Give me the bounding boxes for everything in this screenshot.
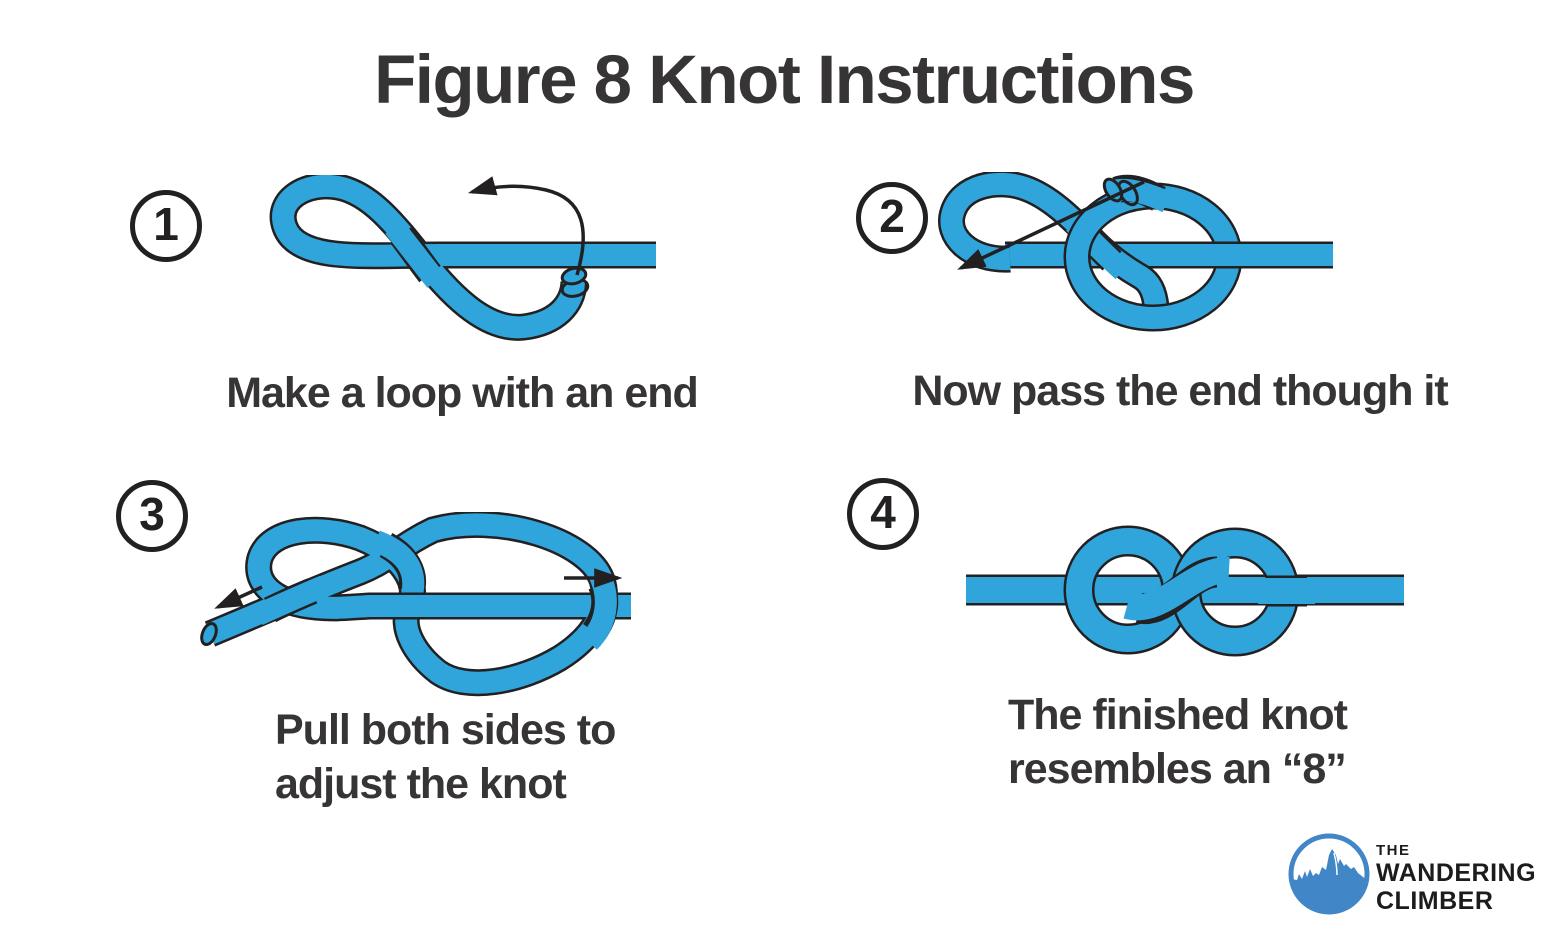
knot-step-3-illustration [200,512,631,697]
rope-step-2 [938,172,1333,332]
step-4-caption: The finished knot resembles an “8” [1008,688,1348,796]
step-4-number: 4 [870,486,896,538]
logo-line-the: THE [1376,842,1411,859]
step-3-number: 3 [139,488,165,540]
rope-end-step-1 [560,266,590,298]
step-3-caption: Pull both sides to adjust the knot [275,703,616,811]
step-1-number: 1 [153,198,179,250]
rope-step-1 [269,175,656,341]
caption-line: Make a loop with an end [226,369,699,417]
knot-step-4-illustration [966,525,1404,657]
page-title: Figure 8 Knot Instructions [374,41,1195,118]
rope-step-3 [204,512,631,697]
logo-line-wandering: WANDERING [1376,859,1537,887]
rope-end-step-3 [200,622,218,646]
pass-through-arrow-icon [957,180,1145,270]
step-1-badge: 1 [130,190,202,262]
step-1-caption: Make a loop with an end [212,366,712,420]
pull-left-arrow-icon [214,585,263,609]
knot-step-2-illustration [938,172,1333,332]
caption-line: adjust the knot [275,760,567,808]
step-2-caption: Now pass the end though it [905,364,1455,418]
logo-line-climber: CLIMBER [1376,887,1494,915]
logo-text: THE WANDERING CLIMBER [1376,842,1536,915]
rope-step-4 [966,525,1404,657]
step-2-number: 2 [879,190,905,242]
step-2-badge: 2 [856,182,928,254]
caption-line: Pull both sides to [275,706,616,754]
curved-flip-arrow-icon [467,176,585,276]
mountain-logo-icon [1288,833,1370,915]
wandering-climber-logo: THE WANDERING CLIMBER [1288,833,1548,928]
caption-line: resembles an “8” [1008,745,1347,793]
caption-line: Now pass the end though it [912,367,1448,415]
caption-line: The finished knot [1008,691,1348,739]
knot-step-1-illustration [269,175,656,341]
step-4-badge: 4 [847,478,919,550]
step-3-badge: 3 [116,480,188,552]
